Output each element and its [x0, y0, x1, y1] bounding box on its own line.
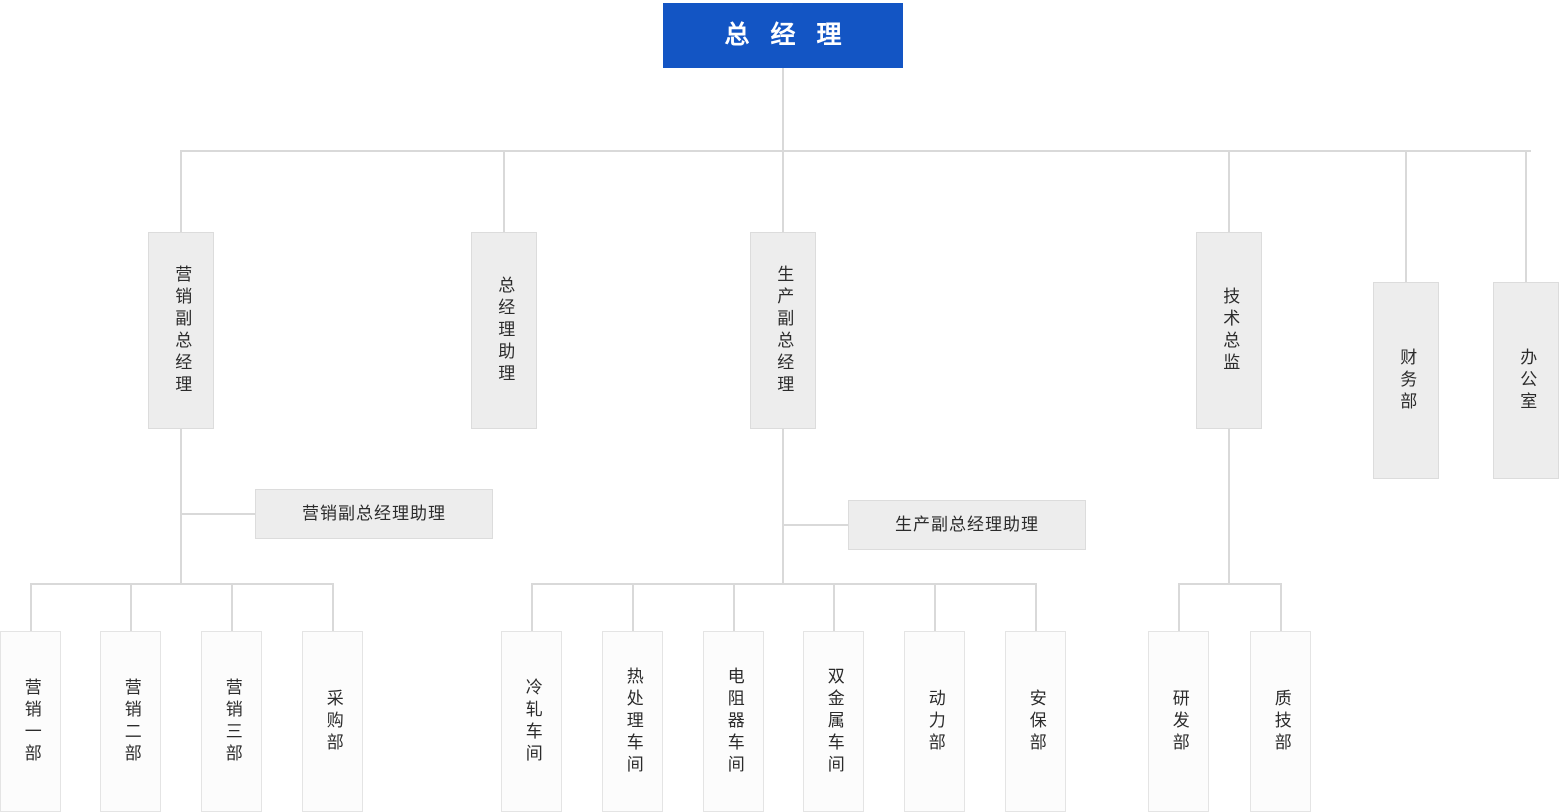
node-marketing-vice-gm-assistant[interactable]: 营销副总经理助理	[255, 489, 493, 539]
connector-marketing-assistant-branch	[180, 513, 256, 515]
connector-drop-tech-director	[1228, 150, 1230, 232]
connector-drop-heattreat	[632, 583, 634, 631]
connector-drop-finance	[1405, 150, 1407, 282]
node-label: 双金属车间	[824, 666, 844, 777]
node-label: 办公室	[1517, 347, 1537, 414]
connector-drop-coldroll	[531, 583, 533, 631]
node-marketing-dept-2[interactable]: 营销二部	[100, 631, 161, 812]
connector-drop-power	[934, 583, 936, 631]
node-power-department[interactable]: 动力部	[904, 631, 965, 812]
connector-marketing-stem	[180, 429, 182, 584]
node-cold-rolling-workshop[interactable]: 冷轧车间	[501, 631, 562, 812]
connector-production-bus	[531, 583, 1035, 585]
connector-drop-bimetal	[833, 583, 835, 631]
node-label: 热处理车间	[623, 666, 643, 777]
connector-marketing-bus	[30, 583, 333, 585]
node-technical-director[interactable]: 技术总监	[1196, 232, 1262, 429]
connector-root-stem	[782, 68, 784, 152]
node-label: 财务部	[1397, 347, 1417, 414]
connector-main-bus	[180, 150, 1531, 152]
node-label: 采购部	[323, 688, 343, 755]
connector-drop-marketing-2	[130, 583, 132, 631]
connector-production-assistant-branch	[782, 524, 850, 526]
node-marketing-dept-3[interactable]: 营销三部	[201, 631, 262, 812]
connector-drop-rnd	[1178, 583, 1180, 631]
connector-drop-office	[1525, 150, 1527, 282]
connector-drop-production-vp	[782, 150, 784, 232]
connector-drop-marketing-3	[231, 583, 233, 631]
node-label: 动力部	[925, 688, 945, 755]
node-label: 营销三部	[222, 677, 242, 766]
node-label: 安保部	[1026, 688, 1046, 755]
node-label: 质技部	[1271, 688, 1291, 755]
connector-drop-resistor	[733, 583, 735, 631]
node-rnd-department[interactable]: 研发部	[1148, 631, 1209, 812]
node-gm-assistant[interactable]: 总经理助理	[471, 232, 537, 429]
connector-tech-bus	[1178, 583, 1281, 585]
node-label: 营销副总经理助理	[302, 503, 446, 523]
connector-drop-gm-assistant	[503, 150, 505, 232]
node-finance-department[interactable]: 财务部	[1373, 282, 1439, 479]
node-office[interactable]: 办公室	[1493, 282, 1559, 479]
connector-drop-quality	[1280, 583, 1282, 631]
connector-tech-stem	[1228, 429, 1230, 584]
node-quality-tech-department[interactable]: 质技部	[1250, 631, 1311, 812]
node-production-vice-gm-assistant[interactable]: 生产副总经理助理	[848, 500, 1086, 550]
node-marketing-vice-gm[interactable]: 营销副总经理	[148, 232, 214, 429]
node-label: 营销二部	[121, 677, 141, 766]
connector-production-stem	[782, 429, 784, 584]
connector-drop-purchasing	[332, 583, 334, 631]
node-label: 生产副总经理	[774, 264, 794, 397]
node-security-department[interactable]: 安保部	[1005, 631, 1066, 812]
node-label: 营销副总经理	[172, 264, 192, 397]
node-label: 电阻器车间	[724, 666, 744, 777]
connector-drop-security	[1035, 583, 1037, 631]
node-label: 冷轧车间	[522, 677, 542, 766]
node-label: 总 经 理	[724, 21, 849, 49]
connector-drop-marketing-1	[30, 583, 32, 631]
node-label: 技术总监	[1220, 286, 1240, 375]
node-general-manager[interactable]: 总 经 理	[663, 3, 903, 68]
connector-drop-marketing-vp	[180, 150, 182, 232]
node-heat-treatment-workshop[interactable]: 热处理车间	[602, 631, 663, 812]
node-label: 研发部	[1169, 688, 1189, 755]
node-resistor-workshop[interactable]: 电阻器车间	[703, 631, 764, 812]
node-bimetal-workshop[interactable]: 双金属车间	[803, 631, 864, 812]
node-purchasing-department[interactable]: 采购部	[302, 631, 363, 812]
node-label: 总经理助理	[495, 275, 515, 386]
node-marketing-dept-1[interactable]: 营销一部	[0, 631, 61, 812]
node-label: 生产副总经理助理	[895, 514, 1039, 534]
node-label: 营销一部	[21, 677, 41, 766]
node-production-vice-gm[interactable]: 生产副总经理	[750, 232, 816, 429]
